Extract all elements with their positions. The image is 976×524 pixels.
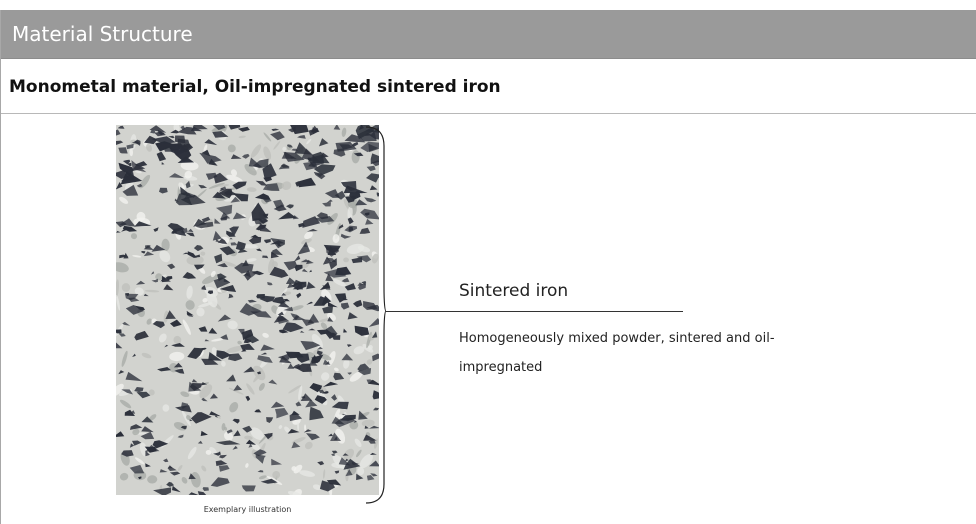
brace-bracket bbox=[365, 126, 387, 504]
header-title: Material Structure bbox=[12, 22, 193, 46]
micrograph-texture bbox=[116, 125, 379, 495]
subtitle-row: Monometal material, Oil-impregnated sint… bbox=[1, 60, 976, 114]
leader-line bbox=[386, 311, 683, 312]
material-label: Sintered iron bbox=[459, 281, 569, 301]
section-subtitle: Monometal material, Oil-impregnated sint… bbox=[9, 77, 501, 97]
figure-caption: Exemplary illustration bbox=[203, 505, 292, 514]
material-description: Homogeneously mixed powder, sintered and… bbox=[459, 331, 775, 375]
micrograph-image bbox=[116, 125, 379, 495]
page-frame: Material Structure Monometal material, O… bbox=[0, 10, 976, 524]
header-bar: Material Structure bbox=[1, 10, 976, 59]
